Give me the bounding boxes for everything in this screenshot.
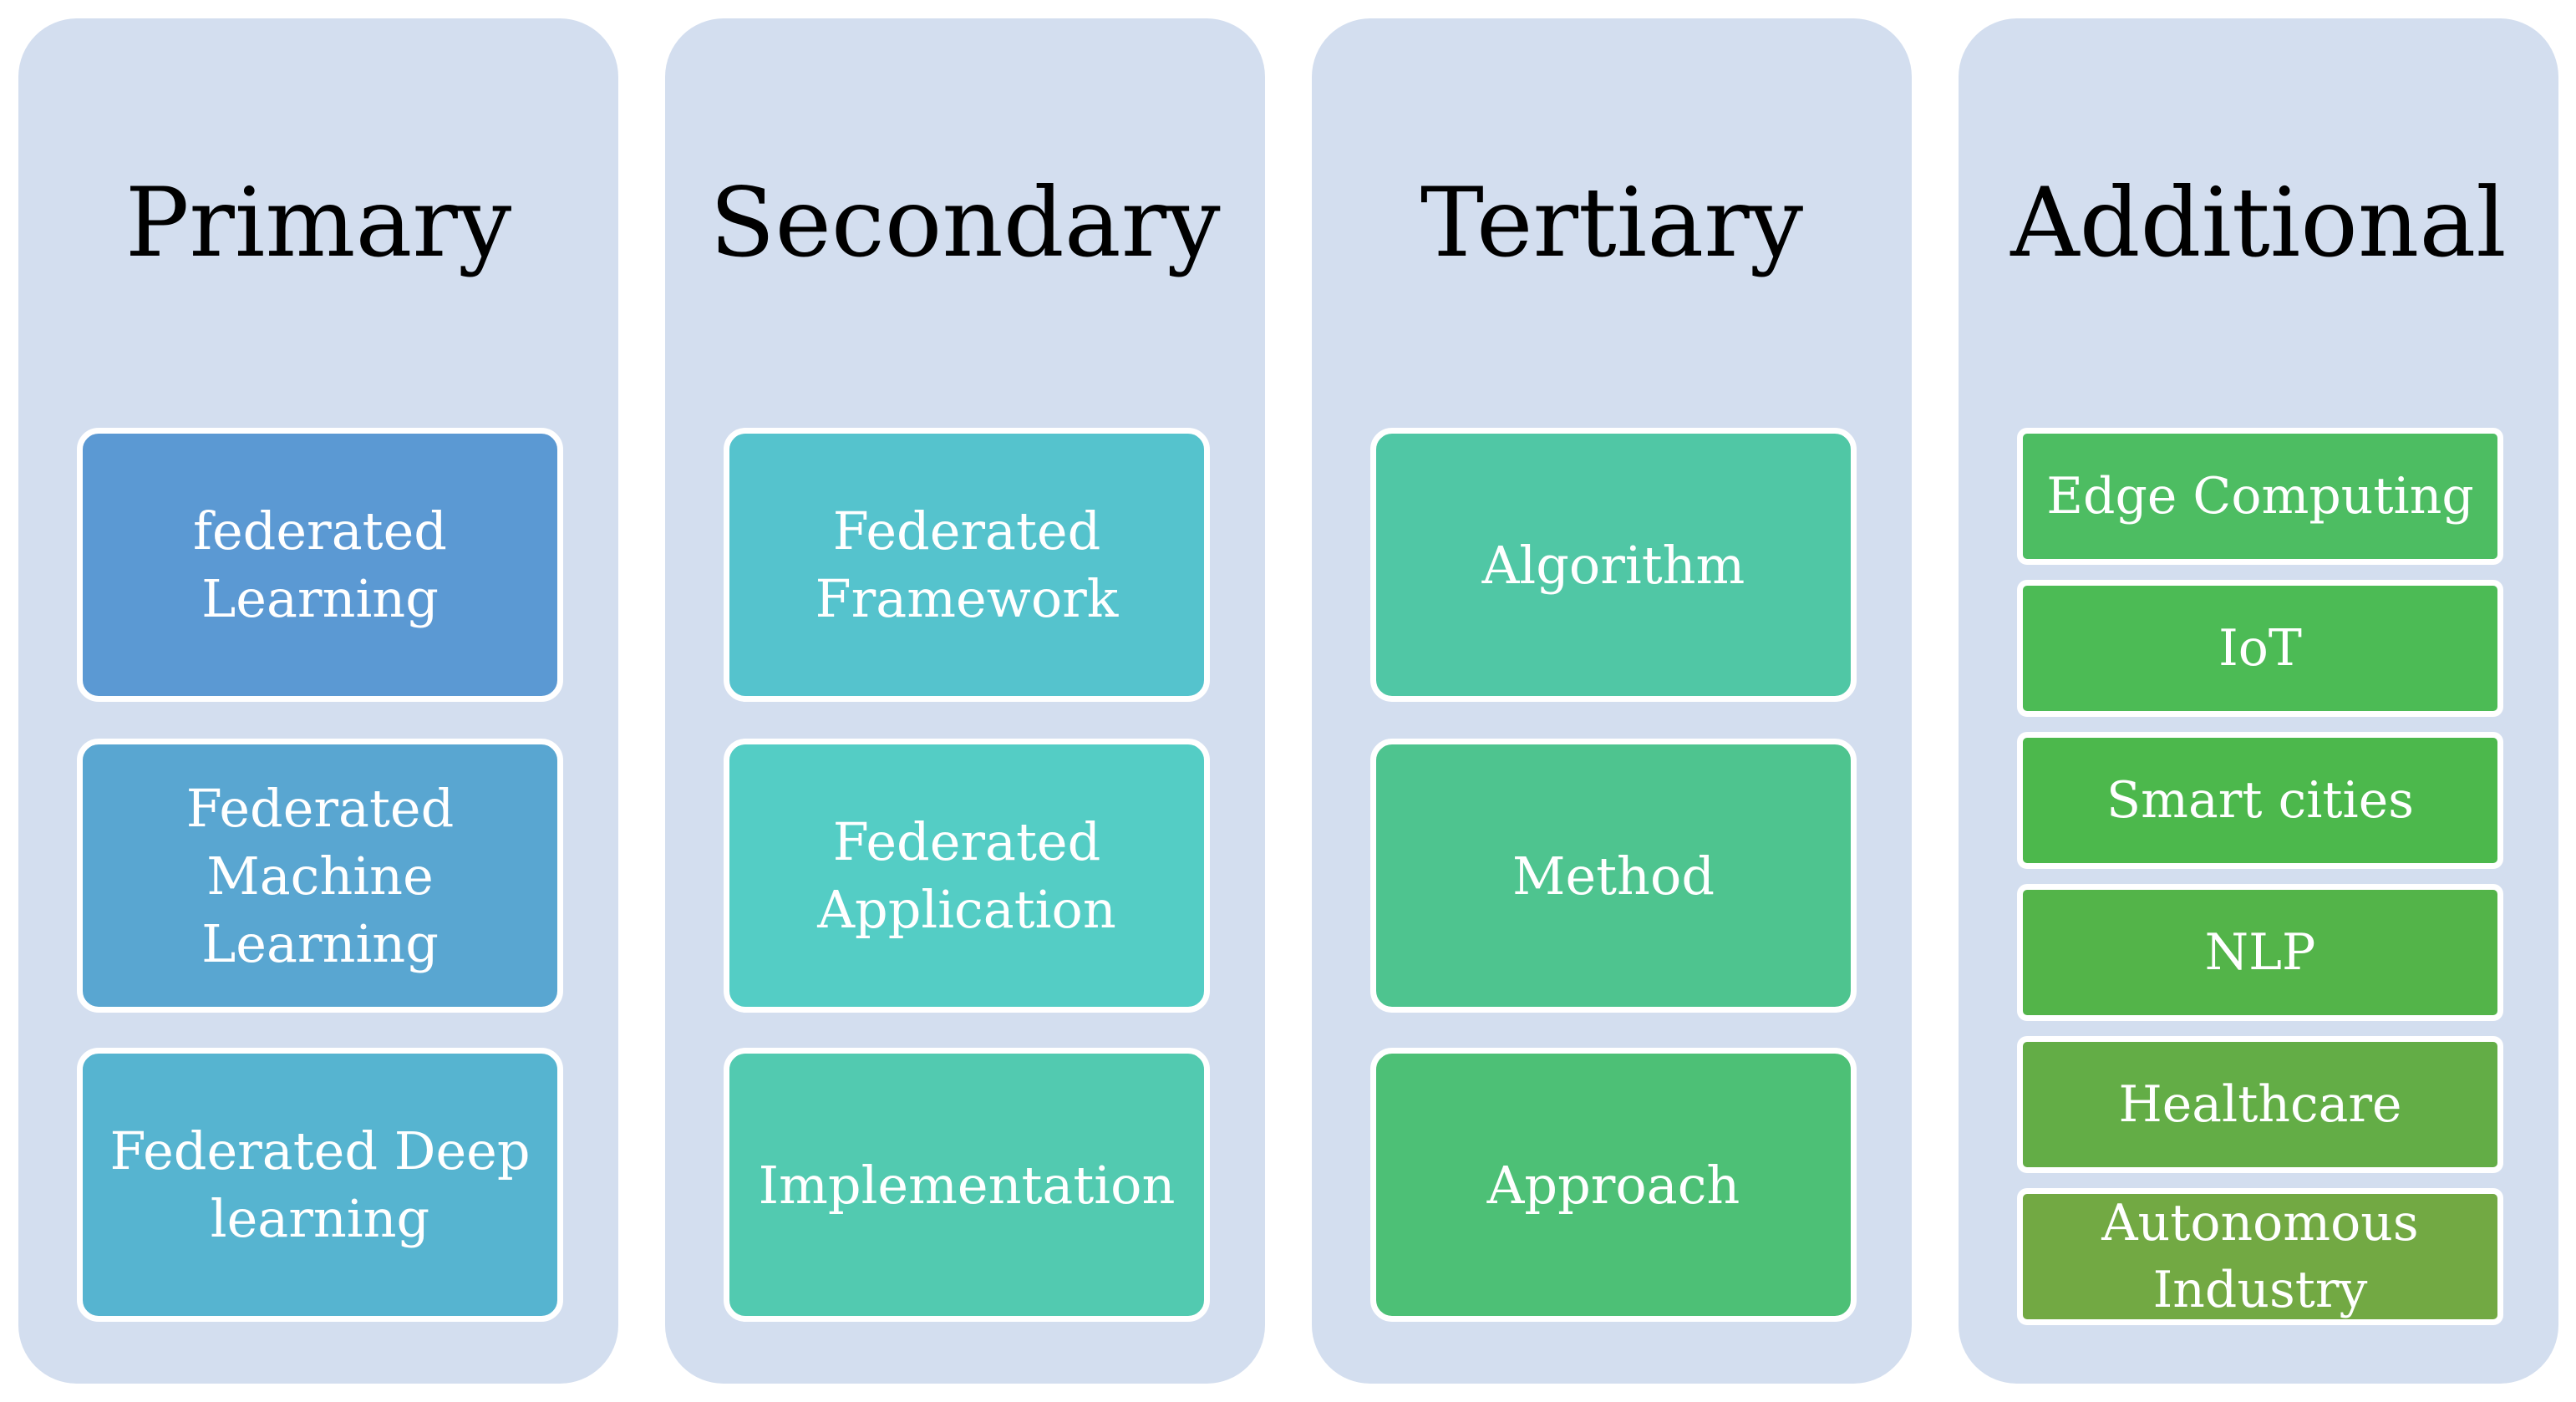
item-box: Healthcare: [2017, 1036, 2503, 1173]
item-label: Method: [1512, 845, 1715, 907]
item-box: Autonomous Industry: [2017, 1188, 2503, 1325]
item-box: federated Learning: [77, 428, 563, 702]
column-title: Tertiary: [1420, 167, 1804, 278]
item-box: Edge Computing: [2017, 428, 2503, 565]
item-box: NLP: [2017, 884, 2503, 1021]
item-label: Algorithm: [1481, 534, 1745, 596]
item-label: Federated Deep learning: [109, 1120, 531, 1249]
item-box: Method: [1370, 739, 1857, 1013]
column-tertiary: Tertiary Algorithm Method Approach: [1312, 18, 1912, 1384]
item-box: Implementation: [724, 1048, 1210, 1322]
item-box: Algorithm: [1370, 428, 1857, 702]
item-label: NLP: [2204, 923, 2316, 982]
item-label: Smart cities: [2106, 771, 2415, 830]
item-label: Federated Machine Learning: [185, 777, 455, 974]
item-label: Implementation: [758, 1154, 1176, 1216]
item-box: Federated Machine Learning: [77, 739, 563, 1013]
item-label: federated Learning: [193, 500, 447, 629]
item-box: Smart cities: [2017, 732, 2503, 869]
item-label: IoT: [2218, 619, 2302, 678]
column-title: Primary: [124, 167, 512, 278]
item-label: Federated Application: [817, 811, 1116, 940]
column-primary: Primary federated Learning Federated Mac…: [18, 18, 618, 1384]
item-label: Edge Computing: [2046, 467, 2474, 526]
item-box: Federated Deep learning: [77, 1048, 563, 1322]
column-title: Secondary: [709, 167, 1221, 278]
item-box: Federated Application: [724, 739, 1210, 1013]
item-box: IoT: [2017, 580, 2503, 717]
item-label: Approach: [1486, 1154, 1740, 1216]
item-box: Federated Framework: [724, 428, 1210, 702]
column-secondary: Secondary Federated Framework Federated …: [665, 18, 1265, 1384]
item-label: Healthcare: [2118, 1075, 2402, 1134]
item-box: Approach: [1370, 1048, 1857, 1322]
item-label: Federated Framework: [815, 500, 1119, 629]
item-label: Autonomous Industry: [2101, 1194, 2419, 1319]
column-title: Additional: [2010, 167, 2507, 278]
column-additional: Additional Edge Computing IoT Smart citi…: [1959, 18, 2558, 1384]
